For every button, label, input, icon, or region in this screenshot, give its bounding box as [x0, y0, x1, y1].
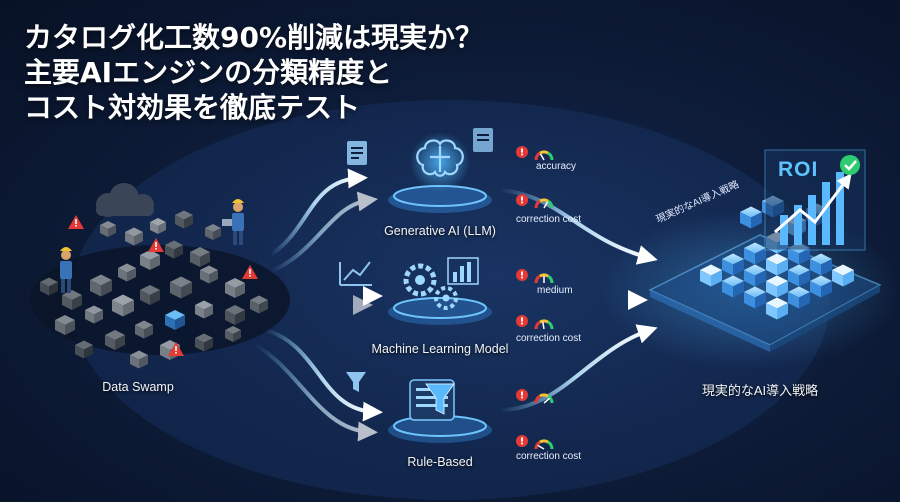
data-block — [105, 330, 125, 350]
title-line-3: コスト対効果を徹底テスト — [24, 91, 361, 124]
result-cube — [700, 264, 722, 287]
result-cube — [766, 297, 788, 320]
data-block — [225, 305, 245, 325]
alert-icon — [516, 315, 528, 327]
document-icon — [473, 128, 493, 152]
funnel-icon — [346, 372, 366, 392]
filter-list-icon — [409, 379, 455, 421]
rule-correction-cost-label: correction cost — [516, 451, 582, 462]
llm-correction-cost-label: correction cost — [516, 214, 582, 225]
engine-rule-label: Rule-Based — [407, 455, 473, 469]
alert-icon — [516, 194, 528, 206]
gauge-icon — [534, 198, 554, 209]
data-block — [225, 278, 245, 298]
flow-arrows-in — [253, 168, 383, 442]
result-cube — [832, 264, 854, 287]
data-block — [225, 326, 241, 342]
gauge-icon — [534, 319, 554, 330]
data-swamp-cluster — [30, 183, 290, 369]
engine-ml-node — [339, 257, 492, 325]
data-block — [135, 320, 153, 339]
alert-icon — [516, 146, 528, 158]
result-cube — [744, 242, 766, 265]
worker-figure-icon — [60, 247, 72, 293]
data-block — [140, 285, 160, 305]
data-block — [118, 263, 136, 282]
ml-medium-label: medium — [537, 285, 573, 296]
data-block — [205, 224, 221, 240]
trend-chart-icon — [339, 261, 372, 286]
result-cube — [744, 286, 766, 309]
roi-chart — [764, 149, 866, 251]
swamp-blocks — [40, 210, 268, 369]
engine-ml-label: Machine Learning Model — [371, 342, 509, 356]
check-icon — [840, 155, 860, 175]
alert-icon — [516, 269, 528, 281]
metric-indicators — [516, 146, 554, 450]
gauge-icon — [534, 439, 554, 450]
document-icon — [347, 141, 367, 165]
data-block — [195, 300, 213, 319]
llm-accuracy-label: accuracy — [536, 161, 577, 172]
data-block — [200, 265, 218, 284]
data-block — [165, 240, 183, 259]
data-block — [75, 340, 93, 359]
data-block — [90, 274, 112, 297]
data-block — [195, 333, 213, 352]
result-cube — [766, 275, 788, 298]
data-block — [85, 305, 103, 324]
data-block — [250, 295, 268, 314]
data-block — [112, 294, 134, 317]
data-block — [40, 277, 58, 296]
result-cube — [722, 275, 744, 298]
result-cube — [740, 206, 762, 229]
page-title: カタログ化工数90%削減は現実か？ 主要AIエンジンの分類精度と コスト対効果を… — [24, 20, 483, 125]
result-cube — [744, 264, 766, 287]
gauge-icon — [534, 393, 554, 404]
data-block — [175, 210, 193, 229]
data-block — [170, 276, 192, 299]
ml-correction-cost-label: correction cost — [516, 333, 582, 344]
data-block — [150, 218, 166, 234]
storm-cloud-icon — [96, 183, 154, 217]
title-line-1: カタログ化工数90%削減は現実か？ — [24, 21, 484, 54]
data-swamp-label: Data Swamp — [102, 380, 174, 394]
result-cube — [722, 253, 744, 276]
data-block — [165, 310, 185, 330]
warning-icon — [168, 342, 184, 356]
brain-icon — [416, 139, 464, 177]
gauge-icon — [534, 273, 554, 284]
result-cube — [788, 286, 810, 309]
result-cube — [766, 253, 788, 276]
title-line-2: 主要AIエンジンの分類精度と — [24, 56, 393, 89]
data-block — [100, 221, 116, 237]
alert-icon — [516, 389, 528, 401]
data-block — [125, 227, 143, 246]
warning-icon — [148, 238, 164, 252]
warning-icon — [68, 215, 84, 229]
flow-arrows-out — [498, 188, 658, 412]
engine-llm-node — [347, 128, 493, 213]
result-cube — [810, 275, 832, 298]
alert-icon — [516, 435, 528, 447]
data-block — [130, 350, 148, 369]
gauge-icon — [534, 150, 554, 161]
worker-figure-icon — [222, 199, 244, 245]
data-block — [62, 290, 82, 310]
data-block — [55, 315, 75, 335]
engine-rule-node — [346, 372, 492, 443]
gears-chart-icon — [403, 257, 479, 310]
warning-icon — [242, 265, 258, 279]
result-cube — [788, 264, 810, 287]
data-block — [190, 247, 210, 267]
destination-label: 現実的なAI導入戦略 — [701, 383, 819, 398]
engine-llm-label: Generative AI (LLM) — [384, 224, 496, 238]
roi-label: ROI — [778, 158, 819, 181]
result-cube — [810, 253, 832, 276]
data-block — [140, 250, 160, 270]
